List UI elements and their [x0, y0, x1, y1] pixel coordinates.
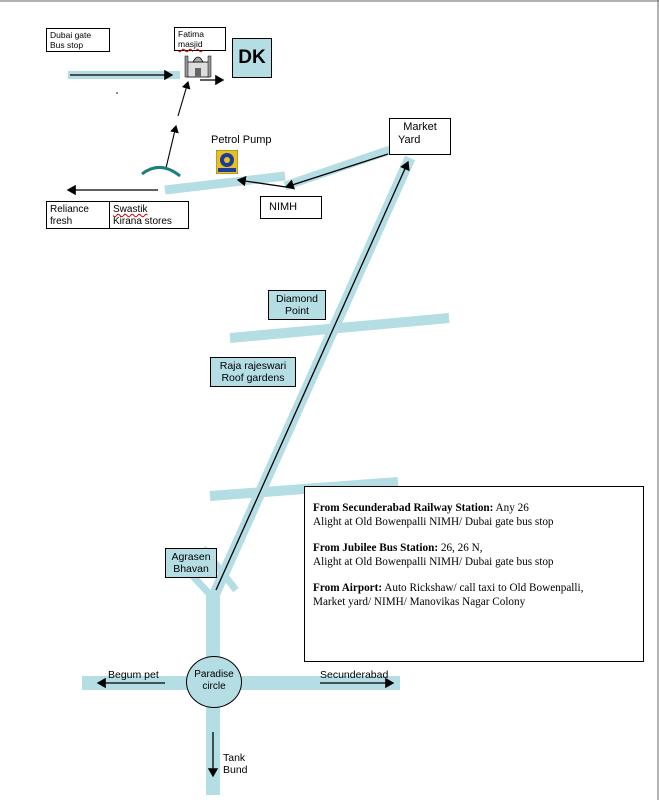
tank-line2: Bund	[223, 764, 248, 777]
map-dot	[116, 92, 118, 94]
secunderabad-label: Secunderabad	[320, 669, 389, 681]
directions-box: From Secunderabad Railway Station: Any 2…	[304, 486, 644, 662]
airport-detail: Market yard/ NIMH/ Manovikas Nagar Colon…	[313, 596, 526, 608]
mosque-icon	[184, 55, 212, 78]
railway-heading: From Secunderabad Railway Station:	[313, 502, 494, 514]
dubai-gate-line1: Dubai gate	[50, 30, 92, 40]
diamond-line1: Diamond	[275, 293, 319, 305]
jbs-route: 26, 26 N,	[440, 542, 483, 554]
reliance-line2: fresh	[50, 215, 73, 227]
dubai-gate-bus-stop-label: Dubai gate Bus stop	[46, 28, 110, 52]
tank-line1: Tank	[223, 752, 246, 764]
route-arrow-up-2	[177, 80, 191, 117]
diamond-line2: Point	[285, 305, 309, 318]
agrasen-bhavan-label: Agrasen Bhavan	[165, 548, 217, 578]
flyover-icon	[141, 166, 181, 178]
raja-line1: Raja rajeswari	[219, 360, 287, 372]
fatima-masjid-label: Fatima masjid	[174, 27, 226, 51]
road-diamond-point	[229, 313, 450, 343]
nimh-label: NIMH	[260, 196, 322, 219]
dubai-gate-line2: Bus stop	[50, 39, 84, 50]
diamond-point-label: Diamond Point	[268, 290, 326, 320]
raja-rajeswari-label: Raja rajeswari Roof gardens	[210, 357, 296, 387]
swastik-kirana-label: Swastik Kirana stores	[109, 201, 189, 229]
directions-railway: From Secunderabad Railway Station: Any 2…	[313, 501, 637, 529]
begum-pet-label: Begum pet	[108, 669, 159, 681]
railway-detail: Alight at Old Bowenpalli NIMH/ Dubai gat…	[313, 516, 554, 528]
road-to-market-yard	[283, 145, 392, 191]
market-yard-line2: Yard	[398, 133, 421, 146]
raja-line2: Roof gardens	[221, 372, 285, 385]
paradise-line1: Paradise	[194, 669, 234, 680]
jbs-heading: From Jubilee Bus Station:	[313, 542, 439, 554]
fatima-line2: masjid	[178, 38, 203, 49]
dk-destination-marker: DK	[232, 38, 272, 78]
agrasen-line2: Bhavan	[173, 563, 209, 576]
airport-route: Auto Rickshaw/ call taxi to Old Bowenpal…	[384, 582, 584, 594]
swastik-line2: Kirana stores	[113, 215, 172, 227]
route-arrow-petrol	[236, 175, 287, 188]
paradise-circle: Paradise circle	[186, 656, 242, 708]
agrasen-line1: Agrasen	[171, 551, 211, 563]
directions-airport: From Airport: Auto Rickshaw/ call taxi t…	[313, 581, 637, 609]
airport-heading: From Airport:	[313, 582, 383, 594]
fuel-station-icon	[216, 150, 238, 174]
jbs-detail: Alight at Old Bowenpalli NIMH/ Dubai gat…	[313, 556, 554, 568]
route-arrow-nimh	[284, 153, 389, 190]
route-arrow-up-1	[165, 124, 179, 169]
railway-route: Any 26	[495, 502, 529, 514]
route-arrow-main	[215, 160, 410, 591]
tank-bund-label: Tank Bund	[223, 752, 248, 776]
market-yard-label: Market Yard	[389, 118, 451, 155]
market-yard-line1: Market	[403, 121, 437, 133]
paradise-line2: circle	[202, 681, 226, 692]
reliance-line1: Reliance	[50, 204, 89, 215]
reliance-fresh-label: Reliance fresh	[46, 201, 110, 229]
directions-jbs: From Jubilee Bus Station: 26, 26 N, Alig…	[313, 541, 637, 569]
road-nimh-link	[164, 171, 286, 195]
petrol-pump-label: Petrol Pump	[211, 134, 272, 146]
fatima-line1: Fatima	[178, 29, 204, 39]
swastik-line1: Swastik	[113, 204, 148, 215]
